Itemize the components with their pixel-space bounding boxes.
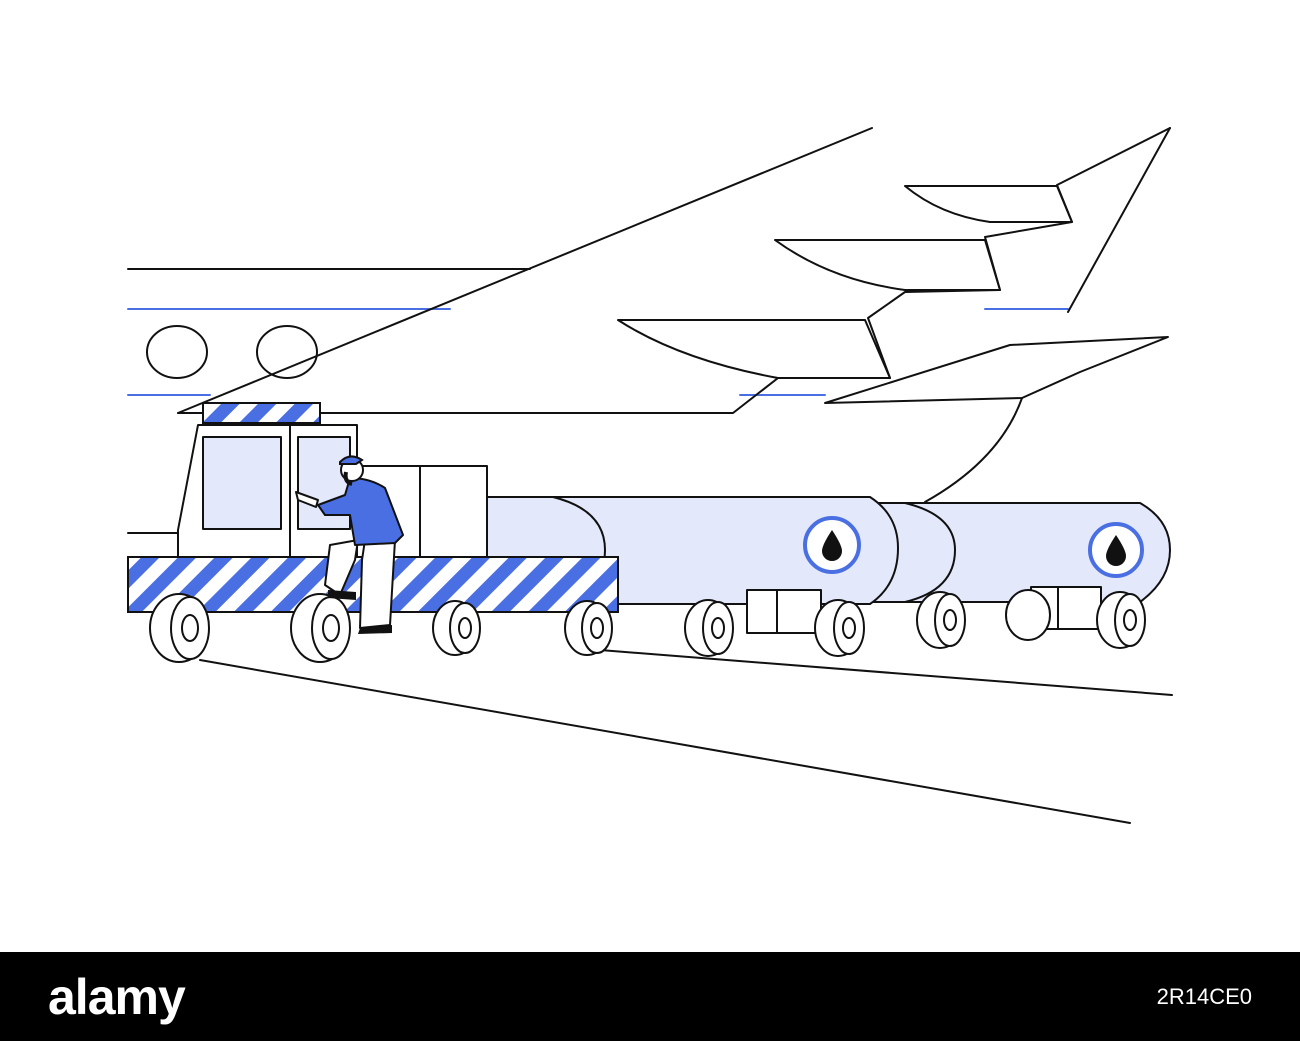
alamy-logo: alamy: [48, 968, 186, 1025]
airplane-wing: [177, 127, 1171, 414]
runway-lines: [199, 649, 1173, 824]
beacon-light-bar: [202, 402, 321, 424]
wheel: [149, 593, 210, 663]
airplane-fuselage: [127, 268, 1069, 534]
wheel: [814, 599, 865, 657]
watermark-banner: alamy 2R14CE0: [0, 952, 1300, 1041]
fuel-drop-icon: [1106, 535, 1126, 566]
wheel: [684, 599, 734, 657]
image-id-label: 2R14CE0: [1156, 983, 1252, 1009]
fuel-truck-illustration: [127, 127, 1173, 824]
airplane-stabilizer: [824, 336, 1169, 503]
wheel: [1005, 589, 1051, 641]
worker-hand: [295, 491, 319, 508]
airplane-window: [256, 325, 318, 379]
wheel: [1096, 591, 1146, 649]
cabin-window: [202, 436, 282, 530]
wheel: [432, 600, 481, 656]
fuel-tank-rear: [859, 502, 1171, 603]
wheel: [916, 591, 966, 649]
airplane-window: [146, 325, 208, 379]
wheel: [564, 600, 613, 656]
worker-figure: [295, 455, 404, 634]
wheel: [290, 593, 351, 663]
trailer-axle-box: [746, 589, 822, 634]
worker-cap: [339, 455, 364, 465]
fuel-drop-icon: [822, 530, 842, 561]
truck-wheels: [149, 589, 1146, 663]
illustration-canvas: [127, 127, 1173, 824]
